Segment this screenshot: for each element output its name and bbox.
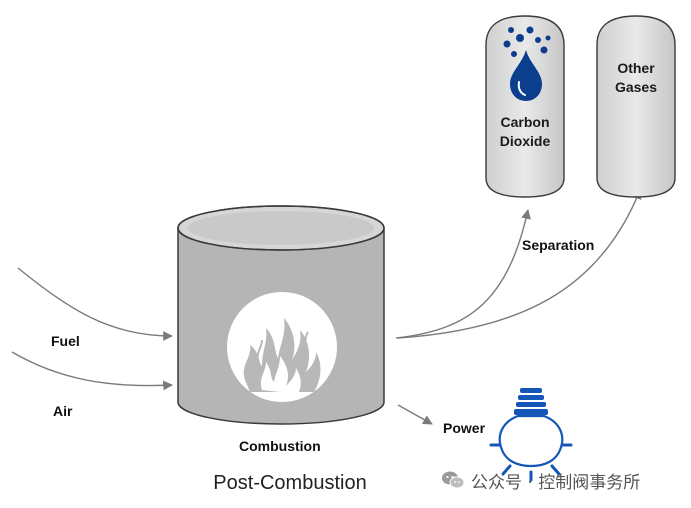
air-label: Air	[53, 403, 73, 419]
diagram-title: Post-Combustion	[213, 472, 367, 494]
flame-icon	[227, 292, 337, 402]
wechat-icon	[442, 471, 465, 489]
carbon-dioxide-line2: Dioxide	[499, 133, 551, 149]
watermark-text: 公众号 · 控制阀事务所	[471, 472, 641, 493]
separation-arrow-other	[397, 189, 642, 339]
fuel-label: Fuel	[51, 333, 80, 349]
power-arrow	[397, 404, 433, 425]
other-gases-label: Other Gases	[597, 59, 675, 97]
power-label: Power	[443, 420, 486, 436]
carbon-dioxide-tank	[485, 15, 565, 198]
co2-bubbles-icon	[503, 26, 551, 101]
separation-arrow-co2	[395, 209, 531, 339]
carbon-dioxide-label: Carbon Dioxide	[486, 113, 564, 151]
combustion-label: Combustion	[239, 438, 321, 454]
other-gases-line2: Gases	[614, 79, 658, 95]
carbon-dioxide-line1: Carbon	[500, 114, 550, 130]
separation-label: Separation	[522, 237, 595, 253]
other-gases-line1: Other	[617, 60, 655, 76]
light-bulb-icon	[489, 388, 573, 482]
other-gases-tank	[596, 15, 676, 198]
fuel-arrow	[17, 267, 173, 341]
air-arrow	[11, 351, 173, 391]
watermark: 公众号 · 控制阀事务所	[441, 466, 640, 494]
